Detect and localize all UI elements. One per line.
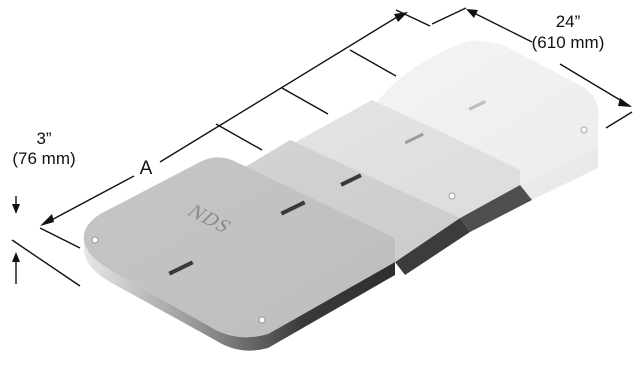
dim-a-ext-1 — [215, 123, 263, 151]
section-1-front-edge — [84, 240, 395, 351]
dim-a-ext-3 — [349, 49, 397, 77]
section-1-bolt-left — [91, 236, 99, 244]
section-3-slot — [404, 132, 424, 145]
pad-section-4 — [370, 40, 599, 200]
dim-width-arrow-right — [618, 98, 632, 107]
dim-width-ext-right — [605, 111, 633, 129]
dim-width-arrow-left — [466, 9, 478, 18]
section-2-top — [215, 140, 460, 262]
dim-a-ext-2 — [281, 87, 329, 115]
section-1-bolt-right — [258, 316, 266, 324]
height-mm-label: (76 mm) — [12, 149, 75, 168]
dim-height-arrow-down — [12, 204, 20, 214]
dim-a-ext-4 — [395, 9, 431, 27]
section-3-side — [460, 185, 532, 232]
width-mm-label: (610 mm) — [532, 33, 605, 52]
pad-section-1: NDS — [83, 157, 396, 351]
dim-height-ext-bottom — [11, 239, 81, 287]
dim-a-line-right — [159, 13, 403, 163]
section-4-top — [370, 40, 599, 185]
pad-section-3 — [290, 100, 532, 232]
section-1-slot-lower — [168, 260, 194, 276]
section-4-bolt — [580, 126, 588, 134]
dim-a-line-left — [43, 175, 135, 225]
height-inches-label: 3” — [36, 129, 51, 148]
dim-a-ext-front — [39, 227, 81, 249]
section-3-top — [290, 100, 520, 218]
dim-height-arrow-up — [12, 252, 20, 262]
dim-a-arrow-left — [40, 214, 54, 226]
section-3-bolt — [448, 192, 456, 200]
length-a-label: A — [140, 158, 153, 179]
dim-width-line-upper — [467, 9, 533, 43]
dimension-arrowheads — [12, 9, 632, 262]
dim-width-ext-left — [431, 7, 467, 25]
section-1-slot-upper — [280, 200, 306, 216]
dim-width-line-lower — [559, 63, 631, 107]
section-4-slot — [468, 100, 486, 111]
section-2-slot — [340, 173, 362, 187]
section-2-side — [395, 218, 470, 275]
dim-a-arrow-right — [394, 12, 408, 22]
section-4-side — [520, 148, 598, 200]
width-inches-label: 24” — [556, 12, 581, 31]
section-1-top — [83, 157, 396, 338]
dimension-lines — [11, 7, 633, 287]
